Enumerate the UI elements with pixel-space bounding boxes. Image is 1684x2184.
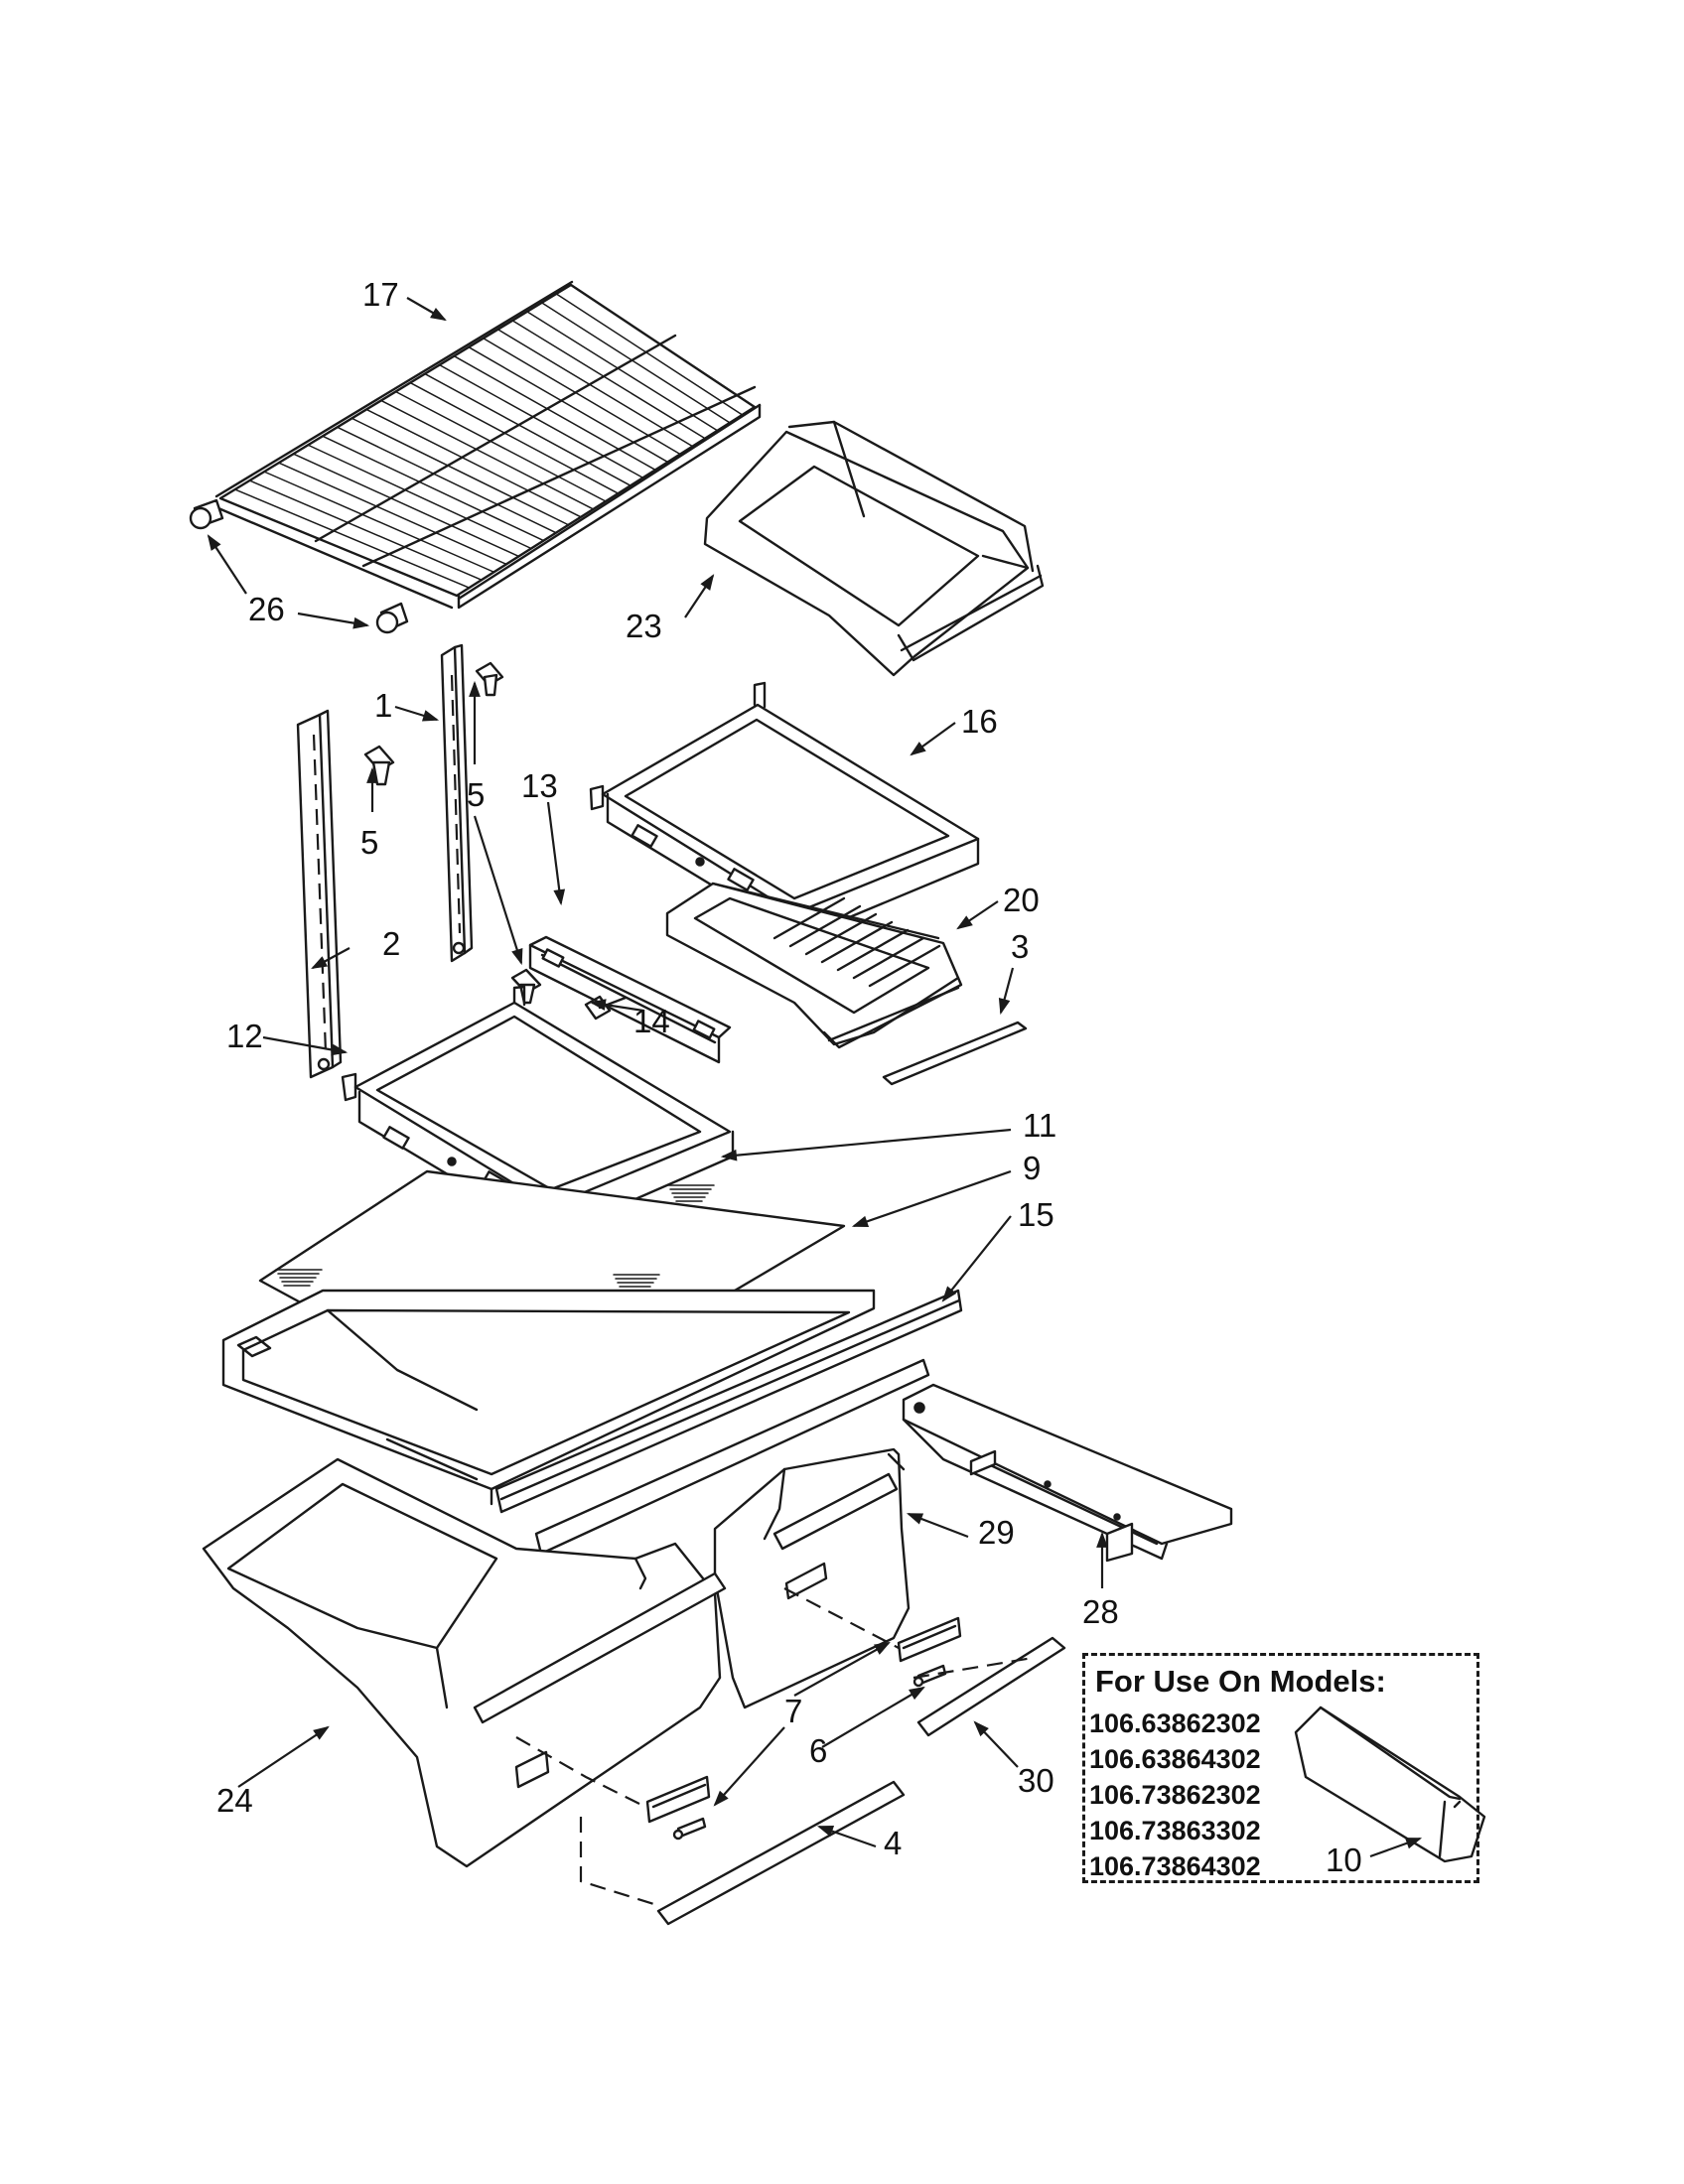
deli-bin [703, 420, 1045, 677]
callout-13: 13 [521, 767, 558, 804]
callout-15: 15 [1018, 1196, 1054, 1233]
drawer-trim-left [656, 1780, 906, 1926]
crisper-drawer-left [202, 1457, 727, 1868]
model-number: 106.73863302 [1089, 1816, 1261, 1845]
callout-9: 9 [1023, 1150, 1041, 1186]
trim-piece-inset [1294, 1706, 1486, 1863]
models-note-title: For Use On Models: [1095, 1664, 1386, 1699]
clip-left [645, 1775, 711, 1824]
model-number: 106.73864302 [1089, 1851, 1261, 1881]
drawer-slide [902, 1383, 1233, 1563]
callout-2: 2 [382, 925, 400, 962]
callout-5-upper: 5 [467, 776, 485, 813]
model-number: 106.63864302 [1089, 1744, 1261, 1774]
screw-b [475, 661, 504, 697]
crisper-frame [221, 1289, 876, 1506]
callout-4: 4 [884, 1825, 902, 1861]
callout-28: 28 [1082, 1593, 1119, 1630]
model-number: 106.63862302 [1089, 1708, 1261, 1738]
shelf-ladder-left [296, 709, 343, 1079]
callout-11: 11 [1023, 1107, 1056, 1144]
shelf-stud-top [189, 498, 224, 530]
frame-front-trim [494, 1289, 963, 1514]
callout-14: 14 [633, 1003, 670, 1039]
callout-16: 16 [961, 703, 998, 740]
callout-3: 3 [1011, 928, 1029, 965]
callout-7: 7 [784, 1693, 802, 1729]
callout-5-left: 5 [360, 824, 378, 861]
divider-bar [534, 1358, 930, 1556]
callout-30: 30 [1018, 1762, 1054, 1799]
callout-24: 24 [216, 1782, 253, 1819]
wire-shelf [214, 280, 762, 610]
cover-support-rail [528, 935, 732, 1064]
callout-1: 1 [374, 687, 392, 724]
shelf-stud-bottom [375, 602, 409, 634]
callout-20: 20 [1003, 882, 1040, 918]
assembly-guides [515, 1587, 1034, 1908]
callout-29: 29 [978, 1514, 1015, 1551]
leader-lines [207, 297, 1423, 1858]
callout-17: 17 [362, 276, 399, 313]
callout-23: 23 [626, 608, 662, 644]
pin-left [672, 1817, 707, 1841]
clip-right [897, 1616, 962, 1663]
crisper-drawer-right [713, 1447, 911, 1709]
trim-strip-upper [882, 1021, 1028, 1086]
screw-c [510, 968, 542, 1005]
callout-12: 12 [226, 1018, 263, 1054]
callout-labels: 17 26 23 1 5 5 2 16 13 20 3 14 12 11 9 1… [216, 276, 1362, 1878]
crisper-drawer [665, 882, 963, 1049]
screw-a [363, 745, 395, 786]
model-number: 106.73862302 [1089, 1780, 1261, 1810]
callout-10: 10 [1326, 1842, 1362, 1878]
shelf-ladder-right [440, 643, 474, 963]
models-note-box: For Use On Models: 106.63862302 106.6386… [1082, 1653, 1479, 1883]
callout-6: 6 [809, 1732, 827, 1769]
models-list: 106.63862302 106.63864302 106.73862302 1… [1089, 1706, 1261, 1884]
callout-26: 26 [248, 591, 285, 627]
drawer-trim-right [916, 1636, 1066, 1737]
